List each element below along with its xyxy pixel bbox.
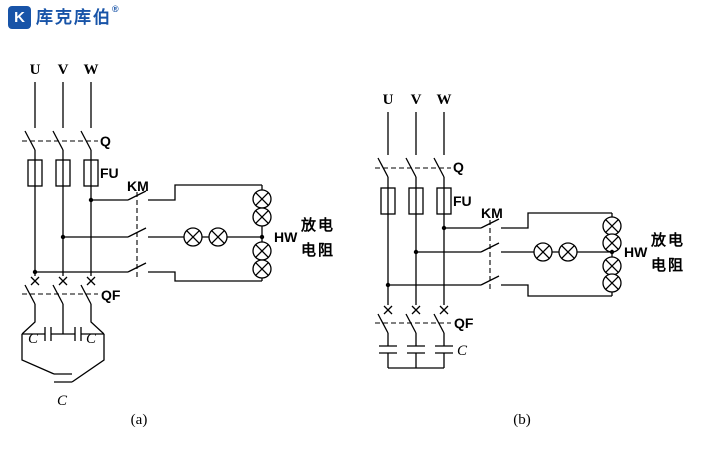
phase-label-u-b: U bbox=[382, 92, 394, 108]
diagram-a-circuit bbox=[21, 82, 272, 383]
discharge-text-line2-a: 电阻 bbox=[301, 242, 336, 259]
phase-label-v-b: V bbox=[410, 92, 422, 108]
lamp-label-b: HW bbox=[624, 244, 648, 260]
breaker-label-b: QF bbox=[454, 315, 474, 331]
capacitor-label-1-a: C bbox=[28, 331, 39, 347]
capacitor-label-b: C bbox=[457, 343, 468, 359]
breaker-label-a: QF bbox=[101, 287, 121, 303]
discharge-text-line1-b: 放电 bbox=[651, 232, 686, 249]
contactor-symbol-a bbox=[122, 190, 162, 278]
capacitor-bank-star bbox=[379, 333, 453, 369]
phase-label-u-a: U bbox=[29, 62, 41, 78]
brand-logo: K 库克库伯 ® bbox=[8, 4, 119, 29]
caption-a: (a) bbox=[130, 412, 148, 428]
switch-label-a: Q bbox=[100, 133, 111, 149]
capacitor-label-2-a: C bbox=[86, 331, 97, 347]
contactor-symbol-b bbox=[475, 218, 515, 291]
disconnect-switch-symbol-a bbox=[22, 130, 98, 151]
lamp-label-a: HW bbox=[274, 229, 298, 245]
phase-label-w-b: W bbox=[436, 92, 452, 108]
fuse-label-b: FU bbox=[453, 193, 472, 209]
brand-name: 库克库伯 bbox=[36, 8, 112, 27]
capacitor-bank-delta bbox=[21, 304, 105, 383]
phase-label-v-a: V bbox=[57, 62, 69, 78]
fuse-label-a: FU bbox=[100, 165, 119, 181]
breaker-symbol-a bbox=[22, 276, 98, 305]
discharge-lamp-network-b bbox=[515, 212, 622, 297]
discharge-lamp-network-a bbox=[162, 184, 272, 282]
caption-b: (b) bbox=[513, 412, 531, 428]
contactor-label-b: KM bbox=[481, 205, 503, 221]
switch-label-b: Q bbox=[453, 159, 464, 175]
contactor-label-a: KM bbox=[127, 178, 149, 194]
registered-mark: ® bbox=[112, 4, 119, 14]
phase-label-w-a: W bbox=[83, 62, 99, 78]
disconnect-switch-symbol-b bbox=[375, 157, 451, 178]
discharge-text-line2-b: 电阻 bbox=[651, 257, 686, 274]
brand-logo-icon: K bbox=[8, 6, 31, 29]
diagram-b-circuit bbox=[375, 112, 622, 369]
discharge-text-line1-a: 放电 bbox=[301, 217, 336, 234]
breaker-symbol-b bbox=[375, 305, 451, 334]
capacitor-label-3-a: C bbox=[57, 393, 68, 409]
